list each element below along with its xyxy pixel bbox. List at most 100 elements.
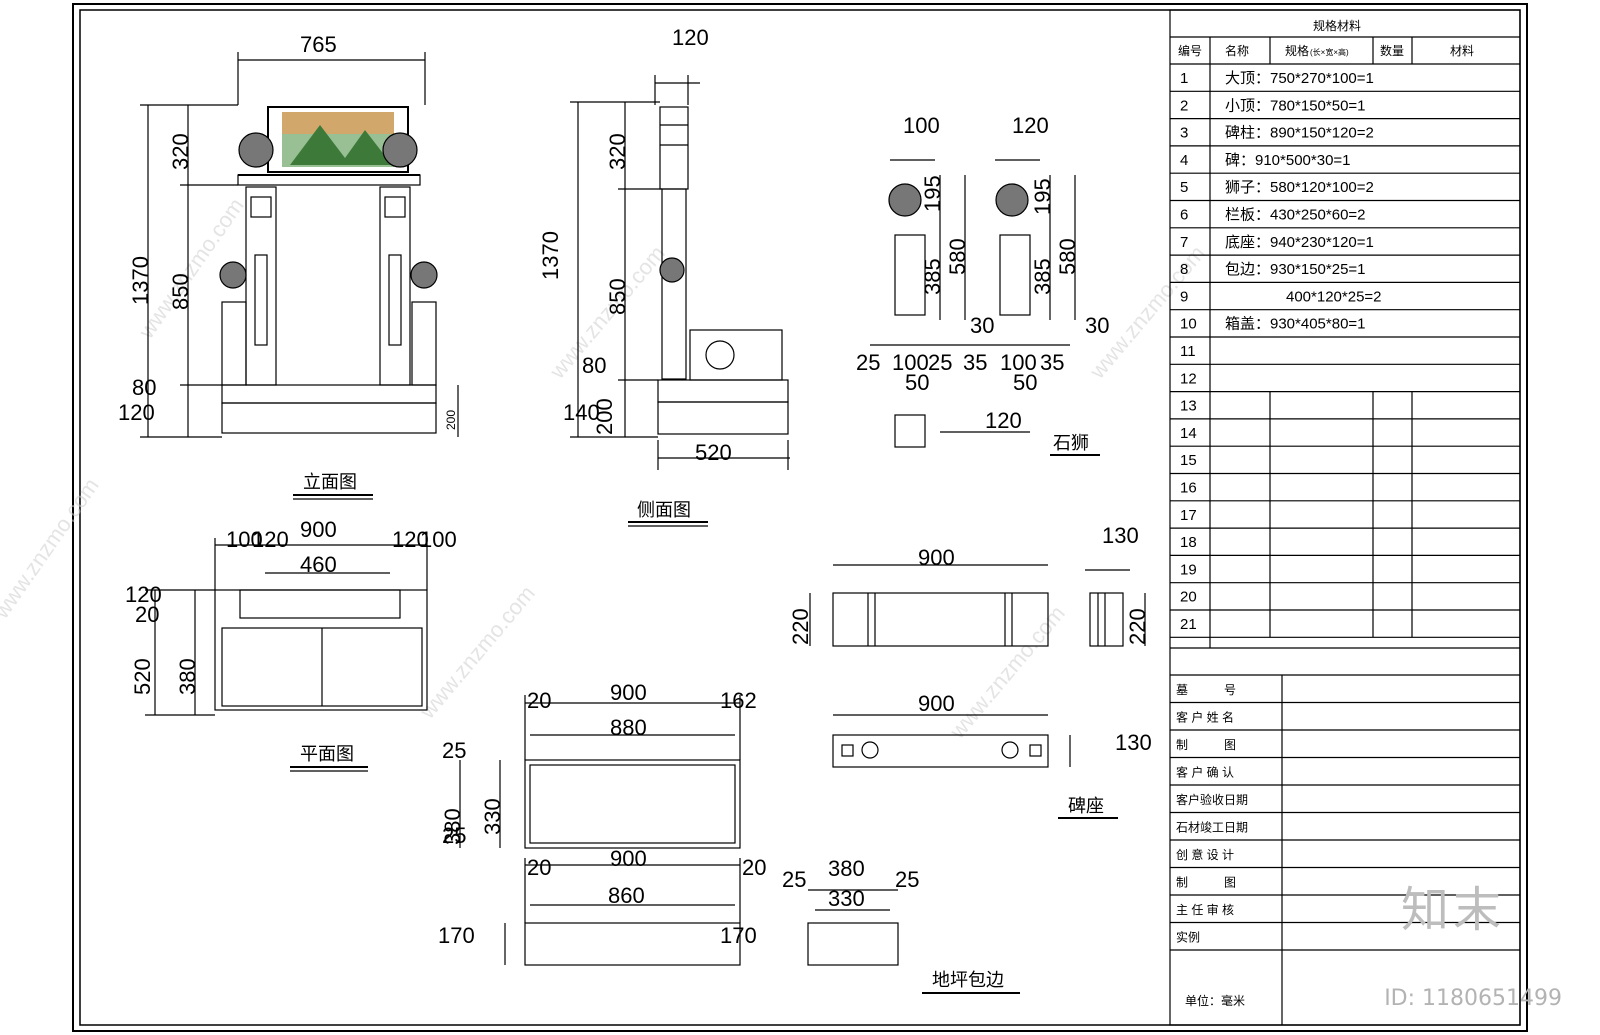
table-row-spec: 碑柱：890*150*120=2 [1225, 125, 1374, 142]
base-dim-side-w: 130 [1102, 523, 1139, 548]
side-dim-h1: 320 [605, 133, 630, 170]
side-caption: 侧面图 [637, 500, 691, 520]
edge-dim-bot-a: 20 [527, 855, 551, 880]
table-row-number: 17 [1180, 507, 1197, 524]
table-row-spec: 栏板：430*250*60=2 [1225, 206, 1366, 224]
lion-dim-b3: 25 [928, 350, 952, 375]
info-label: 主 任 审 核 [1176, 902, 1234, 917]
table-row-spec: 包边：930*150*25=1 [1225, 261, 1366, 278]
edge-dim-bot-b: 20 [742, 855, 766, 880]
watermark-5: www.znzmo.com [944, 601, 1070, 744]
side-dim-width: 520 [695, 440, 732, 465]
lion-dim-w1: 100 [903, 113, 940, 138]
id-tag: ID: 1180651499 [1384, 986, 1562, 1011]
edge-dim-bot-inner: 860 [608, 883, 645, 908]
info-label: 制 图 [1176, 876, 1236, 890]
edge-dim-top-a: 20 [527, 688, 551, 713]
lion-dim-he: 385 [1030, 258, 1055, 295]
plan-dim-v3: 380 [175, 658, 200, 695]
elev-dim-base: 200 [444, 410, 458, 430]
edge-dim-side-a: 25 [782, 867, 806, 892]
side-dim-h3: 80 [582, 353, 606, 378]
plan-dim-w-total: 900 [300, 517, 337, 542]
base-dim-side-h: 220 [1125, 608, 1150, 645]
plan-view: 900 460 100 120 120 100 120 20 520 380 平… [125, 517, 457, 772]
edge-dim-left-a: 25 [442, 738, 466, 763]
side-view: 120 320 1370 850 80 140 200 520 侧面图 [538, 25, 790, 527]
elevation-caption: 立面图 [303, 472, 357, 492]
info-label: 创 意 设 计 [1176, 847, 1234, 862]
side-dim-h4: 140 [563, 400, 600, 425]
table-row-number: 9 [1180, 288, 1188, 305]
side-dim-h2: 850 [605, 278, 630, 315]
side-dim-h5: 200 [592, 398, 617, 435]
unit-label: 单位：毫米 [1185, 993, 1245, 1008]
elev-dim-total: 1370 [128, 256, 153, 305]
edge-dim-top-total: 900 [610, 680, 647, 705]
lion-dim-w2: 120 [1012, 113, 1049, 138]
base-dim-top-d: 130 [1115, 730, 1152, 755]
logo: 知末 [1400, 882, 1505, 938]
edge-dim-left-b: 380 [440, 808, 465, 845]
info-label: 石材竣工日期 [1176, 820, 1248, 835]
edge-dim-left-c: 330 [480, 798, 505, 835]
table-row-number: 21 [1180, 616, 1197, 633]
side-dim-total: 1370 [538, 231, 563, 280]
table-row-number: 1 [1180, 70, 1188, 87]
table-row-number: 6 [1180, 207, 1188, 224]
info-label: 客 户 姓 名 [1176, 710, 1234, 725]
header-spec: 规格 [1285, 43, 1309, 58]
header-name: 名称 [1225, 43, 1249, 58]
table-row-number: 5 [1180, 179, 1188, 196]
info-label: 实例 [1176, 930, 1200, 945]
plan-dim-d: 100 [420, 527, 457, 552]
table-row-number: 3 [1180, 125, 1188, 142]
outer-frame [72, 3, 1528, 1032]
info-label: 墓 号 [1176, 683, 1236, 697]
header-qty: 数量 [1380, 43, 1404, 58]
edge-dim-bot-h-l: 170 [438, 923, 475, 948]
lion-dim-hb: 385 [920, 258, 945, 295]
base-dim-front-w: 900 [918, 545, 955, 570]
edge-dim-bot-total: 900 [610, 846, 647, 871]
edge-dim-side-b: 25 [895, 867, 919, 892]
table-row-number: 11 [1180, 343, 1196, 360]
stele-base-view: 900 220 130 220 900 130 碑座 [788, 523, 1152, 819]
table-row-spec: 底座：940*230*120=1 [1225, 234, 1374, 251]
table-row-number: 12 [1180, 370, 1197, 387]
edge-dim-top-b: 162 [720, 688, 757, 713]
table-row-number: 8 [1180, 261, 1188, 278]
plan-dim-w-inner: 460 [300, 552, 337, 577]
table-row-spec: 狮子：580*120*100=2 [1225, 179, 1374, 196]
edging-view: 900 20 162 880 25 380 330 25 900 20 20 8… [438, 680, 1020, 994]
edge-dim-side-total: 380 [828, 856, 865, 881]
info-label: 客户验收日期 [1176, 792, 1248, 807]
plan-dim-v2: 20 [135, 602, 159, 627]
lion-view: 100 120 195 385 580 195 385 580 30 30 25… [856, 113, 1109, 456]
edging-caption: 地坪包边 [932, 970, 1004, 990]
elev-dim-h2: 850 [168, 273, 193, 310]
lion-dim-b9: 120 [985, 408, 1022, 433]
table-row-spec: 碑：910*500*30=1 [1225, 152, 1351, 169]
lion-caption: 石狮 [1053, 433, 1089, 453]
elev-dim-h3: 80 [132, 375, 156, 400]
table-row-spec: 箱盖：930*405*80=1 [1225, 316, 1366, 333]
lion-dim-hc: 580 [945, 238, 970, 275]
base-dim-front-h: 220 [788, 608, 813, 645]
lion-dim-b2: 100 [892, 350, 929, 375]
lion-dim-ha: 195 [920, 175, 945, 212]
lion-dim-b4: 35 [963, 350, 987, 375]
lion-dim-b8: 50 [1013, 370, 1037, 395]
plan-caption: 平面图 [300, 744, 354, 764]
lion-dim-b6: 35 [1040, 350, 1064, 375]
plan-dim-v-total: 520 [130, 658, 155, 695]
table-row-number: 7 [1180, 234, 1188, 251]
lion-dim-hf: 580 [1055, 238, 1080, 275]
stele-base-caption: 碑座 [1068, 796, 1104, 816]
lion-dim-b7: 50 [905, 370, 929, 395]
watermark-2: www.znzmo.com [0, 473, 104, 623]
elev-dim-h1: 320 [168, 133, 193, 170]
